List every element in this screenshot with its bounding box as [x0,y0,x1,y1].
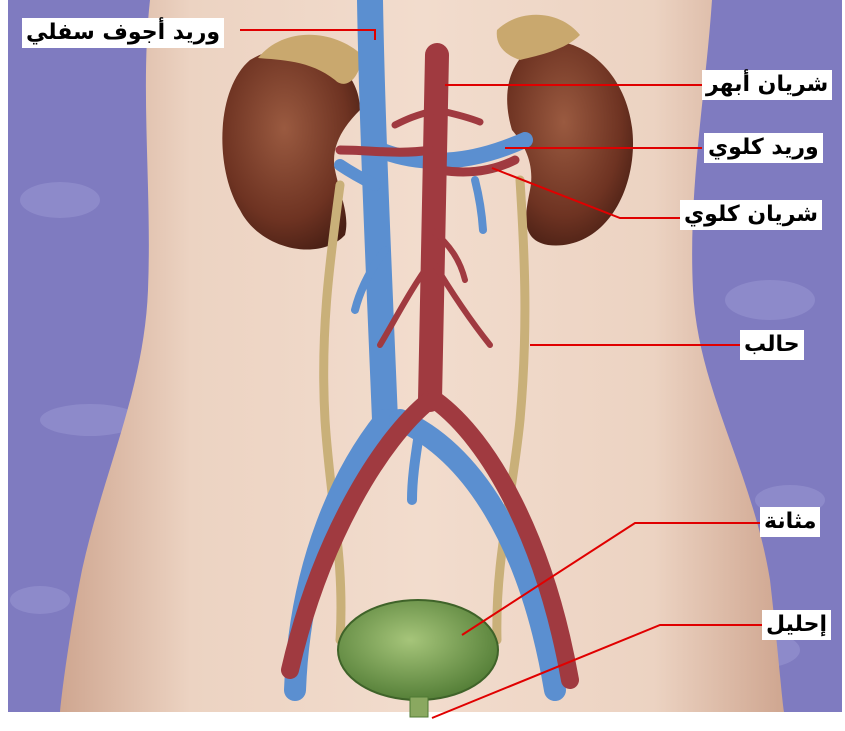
label-ureter: حالب [740,330,804,360]
small-vein-mid [412,440,418,500]
label-bladder: مثانة [760,507,820,537]
label-renal-vein: وريد كلوي [704,133,823,163]
urethra [410,697,428,717]
bladder [338,600,498,700]
label-aorta: شريان أبهر [702,70,832,100]
label-inferior-vena-cava: وريد أجوف سفلي [22,18,224,48]
inferior-vena-cava [370,0,385,420]
label-renal-artery: شريان كلوي [680,200,822,230]
label-urethra: إحليل [762,610,831,640]
left-renal-artery [340,150,430,152]
